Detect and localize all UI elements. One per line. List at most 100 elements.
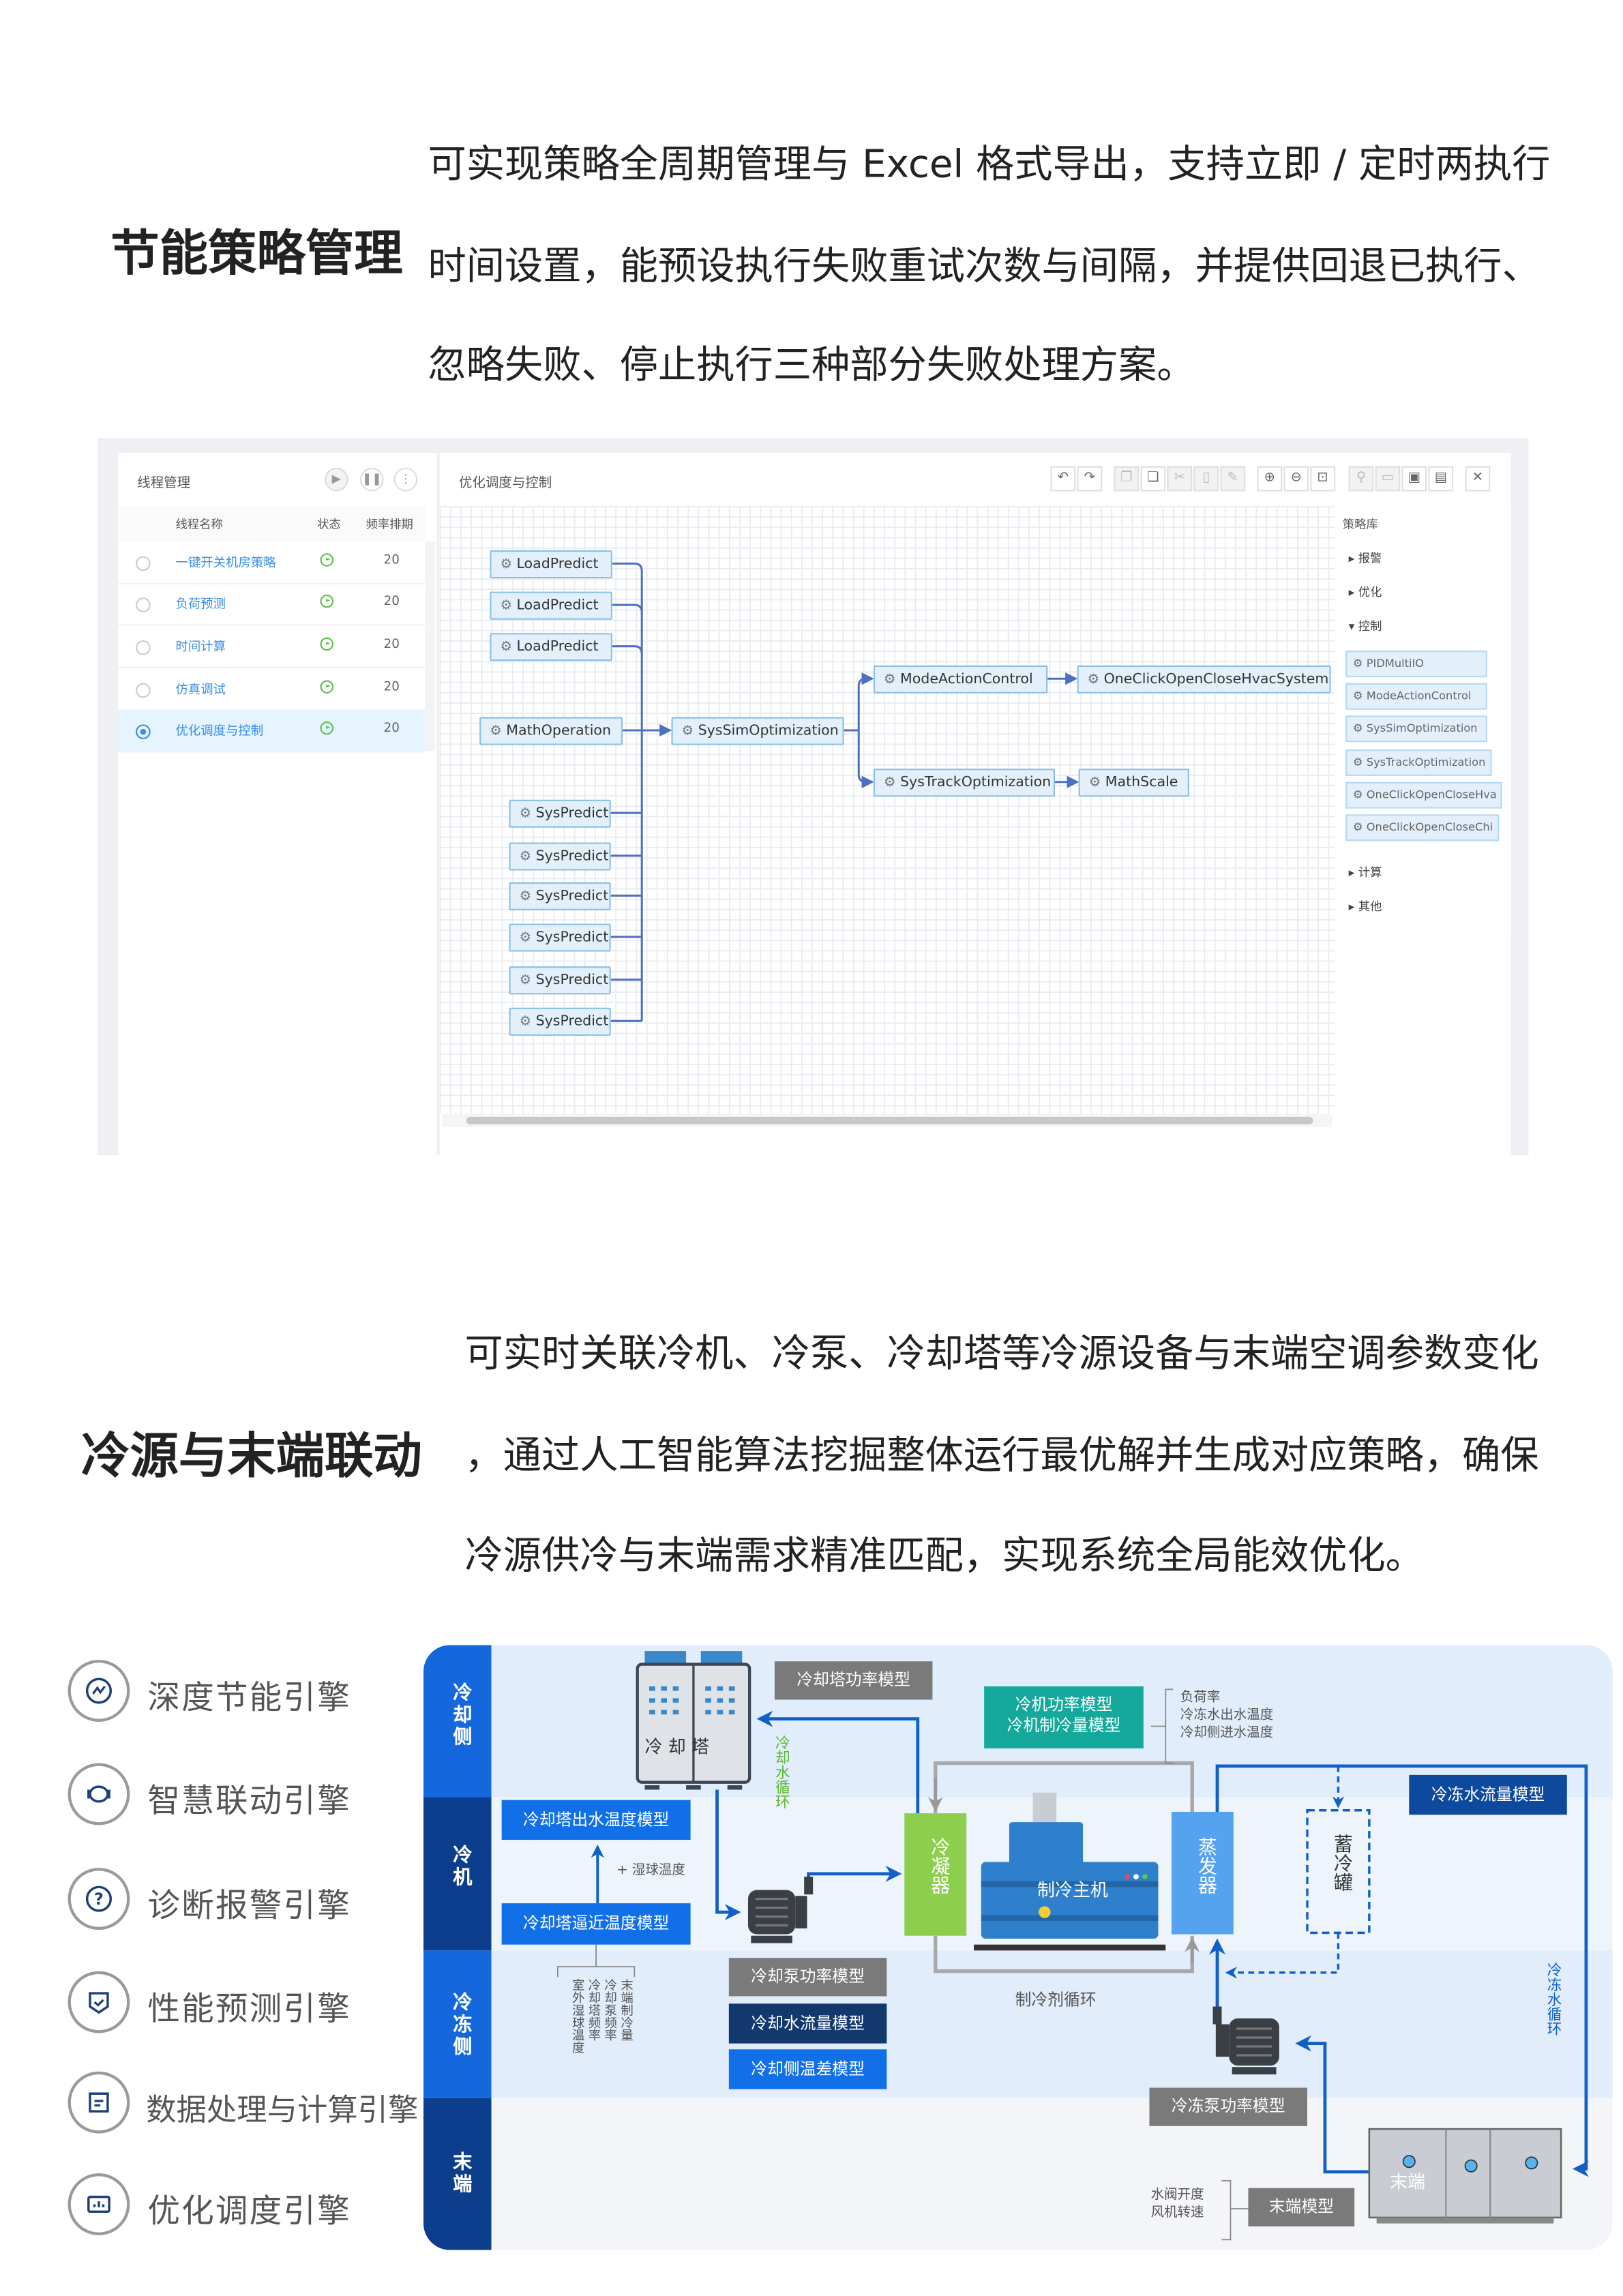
node-label: LoadPredict: [516, 638, 599, 655]
cooling-return-line: [756, 1710, 920, 1814]
thread-frequency: 20: [383, 680, 400, 696]
library-category-other[interactable]: ▸ 其他: [1348, 899, 1382, 914]
library-item[interactable]: ⚙ SysSimOptimization: [1345, 715, 1487, 743]
library-category-optimize[interactable]: ▸ 优化: [1348, 585, 1382, 599]
table-row[interactable]: 时间计算 20: [118, 625, 426, 669]
gear-icon: ⚙: [519, 850, 532, 865]
library-category-compute[interactable]: ▸ 计算: [1348, 866, 1382, 880]
input-label: 冷却塔频率: [585, 1978, 601, 2042]
library-item[interactable]: ⚙ PIDMultiIO: [1345, 651, 1487, 678]
node-sys-predict[interactable]: ⚙SysPredict: [509, 842, 611, 871]
category-label: 控制: [1358, 619, 1382, 633]
node-label: SysPredict: [535, 1013, 609, 1030]
search-button[interactable]: ▭: [1375, 466, 1401, 492]
node-load-predict[interactable]: ⚙LoadPredict: [490, 550, 612, 579]
node-label: SysPredict: [535, 929, 609, 946]
gear-icon: ⚙: [519, 889, 532, 905]
thread-frequency: 20: [383, 594, 400, 610]
zoom-out-button[interactable]: ⊖: [1283, 466, 1309, 492]
library-item[interactable]: ⚙ SysTrackOptimization: [1345, 749, 1492, 777]
row-radio[interactable]: [136, 597, 151, 612]
pause-button[interactable]: ❚❚: [359, 467, 384, 492]
node-sys-predict[interactable]: ⚙SysPredict: [509, 966, 611, 995]
table-row[interactable]: 负荷预测 20: [118, 583, 426, 626]
node-load-predict[interactable]: ⚙LoadPredict: [490, 633, 612, 661]
undo-button[interactable]: ↶: [1050, 466, 1076, 492]
link-button[interactable]: ⚲: [1348, 466, 1374, 492]
thread-name[interactable]: 优化调度与控制: [175, 724, 264, 739]
section2-title: 冷源与末端联动: [81, 1427, 422, 1485]
engine-label: 深度节能引擎: [147, 1680, 351, 1718]
node-label: SysPredict: [535, 805, 609, 822]
library-category-control[interactable]: ▾ 控制: [1348, 619, 1382, 633]
fit-button[interactable]: ⊡: [1310, 466, 1336, 492]
node-sys-track-optimization[interactable]: ⚙SysTrackOptimization: [873, 769, 1056, 797]
linkage-icon: [68, 1763, 130, 1825]
table-row[interactable]: 一键开关机房策略 20: [118, 541, 426, 584]
edit-button[interactable]: ✎: [1220, 466, 1246, 492]
paste-button[interactable]: ❏: [1140, 466, 1166, 492]
play-button[interactable]: ▶: [325, 467, 348, 492]
thread-name[interactable]: 时间计算: [175, 640, 226, 655]
row-radio[interactable]: [136, 556, 151, 571]
node-sys-predict[interactable]: ⚙SysPredict: [509, 923, 611, 952]
band-label: 冷却侧: [448, 1682, 471, 1748]
terminal-unit-icon: [1368, 2128, 1562, 2224]
input-label: 冷却泵频率: [601, 1978, 617, 2042]
zoom-in-button[interactable]: ⊕: [1257, 466, 1283, 492]
node-label: MathScale: [1105, 774, 1178, 791]
connector: [844, 686, 860, 775]
connector: [612, 645, 643, 654]
thread-name[interactable]: 仿真调试: [175, 683, 226, 698]
cooling-tower-label: 冷 却 塔: [644, 1736, 709, 1757]
row-radio[interactable]: [136, 683, 151, 698]
delete-button[interactable]: ▯: [1193, 466, 1219, 492]
library-item[interactable]: ⚙ OneClickOpenCloseChi: [1345, 814, 1499, 841]
node-math-scale[interactable]: ⚙MathScale: [1078, 769, 1189, 797]
node-label: SysTrackOptimization: [899, 774, 1052, 791]
canvas-horizontal-scrollbar[interactable]: [443, 1114, 1332, 1128]
node-sys-predict[interactable]: ⚙SysPredict: [509, 799, 611, 828]
library-item[interactable]: ⚙ OneClickOpenCloseHva: [1345, 781, 1503, 809]
table-row-selected[interactable]: 优化调度与控制 20: [118, 709, 426, 753]
category-label: 报警: [1358, 552, 1382, 565]
chilled-water-flow-model: 冷冻水流量模型: [1409, 1774, 1567, 1815]
engine-label: 数据处理与计算引擎: [146, 2092, 419, 2128]
node-sys-predict[interactable]: ⚙SysPredict: [509, 882, 611, 910]
thread-name[interactable]: 负荷预测: [175, 597, 226, 612]
evaporator-label: 蒸发器: [1193, 1836, 1216, 1895]
node-sys-predict[interactable]: ⚙SysPredict: [509, 1007, 611, 1036]
tower-outlet-temp-model: 冷却塔出水温度模型: [501, 1800, 691, 1840]
node-label: SysPredict: [535, 972, 609, 989]
more-button[interactable]: ⋮: [393, 467, 418, 492]
col-status: 状态: [317, 518, 341, 531]
close-button[interactable]: ✕: [1465, 466, 1491, 492]
export-button[interactable]: ▤: [1428, 466, 1454, 492]
row-radio[interactable]: [136, 724, 151, 739]
scrollbar-thumb[interactable]: [466, 1116, 1313, 1124]
section1-line-1: 可实现策略全周期管理与 Excel 格式导出，支持立即 / 定时两执行: [428, 143, 1551, 188]
cut-button[interactable]: ✂: [1167, 466, 1193, 492]
node-mode-action-control[interactable]: ⚙ModeActionControl: [873, 665, 1048, 694]
node-math-operation[interactable]: ⚙MathOperation: [479, 717, 623, 745]
row-radio[interactable]: [136, 640, 151, 655]
node-load-predict[interactable]: ⚙LoadPredict: [490, 591, 612, 620]
thread-list-scrollbar[interactable]: [425, 541, 436, 751]
node-sys-sim-optimization[interactable]: ⚙SysSimOptimization: [671, 717, 844, 745]
library-item[interactable]: ⚙ ModeActionControl: [1345, 683, 1487, 710]
band-chilled-side: [423, 1950, 1613, 2098]
col-thread-name: 线程名称: [175, 518, 223, 531]
redo-button[interactable]: ↷: [1077, 466, 1103, 492]
section2-line-2: ，通过人工智能算法挖掘整体运行最优解并生成对应策略，确保: [464, 1434, 1539, 1478]
cooling-pump-icon: [747, 1877, 814, 1943]
thread-name[interactable]: 一键开关机房策略: [175, 556, 276, 571]
library-category-alarm[interactable]: ▸ 报警: [1348, 552, 1382, 565]
save-button[interactable]: ▣: [1401, 466, 1427, 492]
category-label: 其他: [1358, 899, 1382, 914]
node-one-click-open-close-hvac[interactable]: ⚙OneClickOpenCloseHvacSystem: [1077, 665, 1331, 694]
thread-frequency: 20: [383, 721, 400, 736]
engine-label: 诊断报警引擎: [147, 1888, 351, 1926]
copy-button[interactable]: ❐: [1114, 466, 1140, 492]
